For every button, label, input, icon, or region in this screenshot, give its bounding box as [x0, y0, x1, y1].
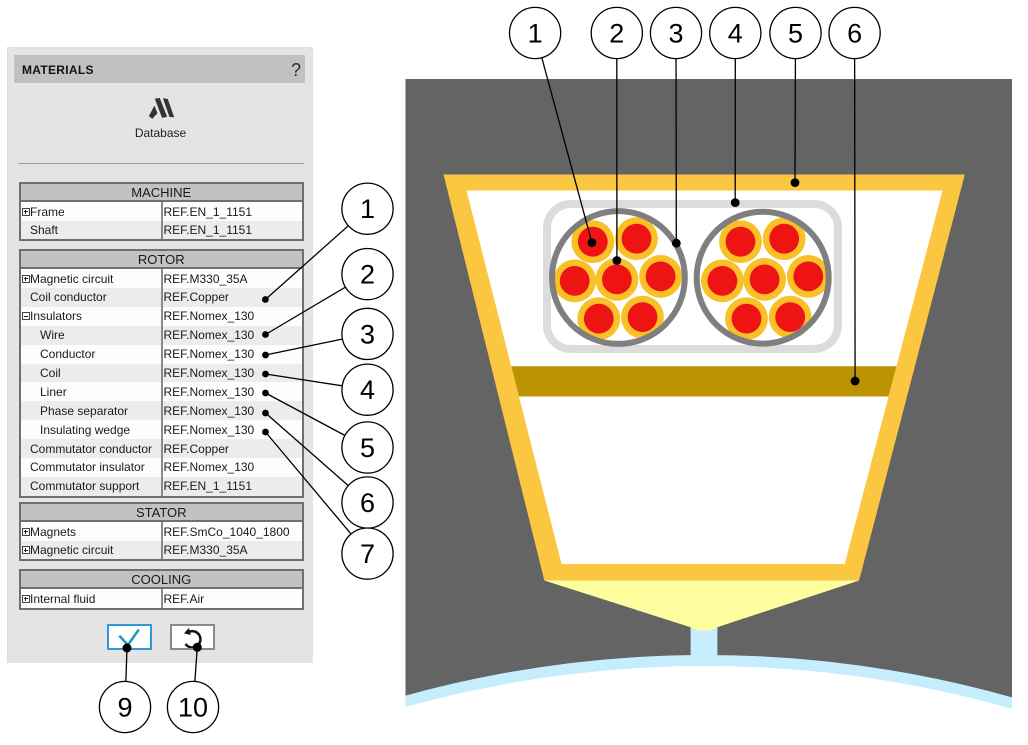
svg-text:5: 5 — [360, 433, 375, 463]
svg-text:4: 4 — [360, 375, 375, 405]
svg-text:5: 5 — [788, 19, 803, 49]
svg-text:3: 3 — [668, 19, 683, 49]
svg-text:10: 10 — [178, 693, 208, 723]
svg-text:2: 2 — [609, 19, 624, 49]
svg-text:6: 6 — [360, 488, 375, 518]
svg-text:4: 4 — [728, 19, 743, 49]
svg-text:6: 6 — [847, 19, 862, 49]
svg-text:7: 7 — [360, 539, 375, 569]
svg-text:1: 1 — [360, 194, 375, 224]
svg-text:9: 9 — [117, 693, 132, 723]
svg-text:1: 1 — [528, 19, 543, 49]
svg-text:3: 3 — [360, 319, 375, 349]
svg-text:2: 2 — [360, 260, 375, 290]
